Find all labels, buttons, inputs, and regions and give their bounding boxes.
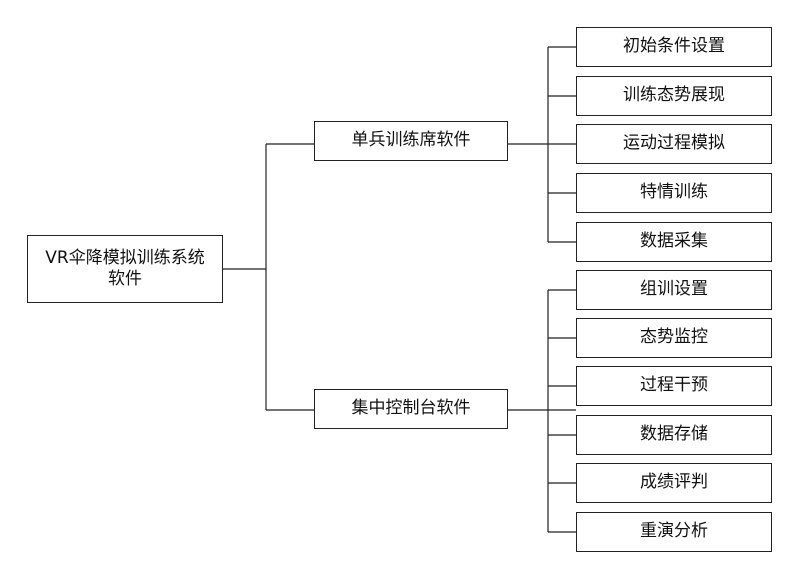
leaf-node: 初始条件设置 xyxy=(576,27,772,67)
branch-node-trainee-seat: 单兵训练席软件 xyxy=(314,121,508,161)
root-title-line1: VR伞降模拟训练系统 xyxy=(45,247,205,268)
root-node: VR伞降模拟训练系统 软件 xyxy=(27,235,223,303)
leaf-node: 重演分析 xyxy=(576,512,772,552)
branch-label: 集中控制台软件 xyxy=(351,398,471,419)
leaf-node: 组训设置 xyxy=(576,270,772,310)
leaf-label: 训练态势展现 xyxy=(623,85,725,106)
leaf-label: 特情训练 xyxy=(640,182,708,203)
branch-node-central-console: 集中控制台软件 xyxy=(314,389,508,429)
leaf-label: 重演分析 xyxy=(640,521,708,542)
leaf-node: 运动过程模拟 xyxy=(576,124,772,164)
leaf-node: 数据采集 xyxy=(576,222,772,262)
leaf-node: 成绩评判 xyxy=(576,463,772,503)
leaf-node: 特情训练 xyxy=(576,173,772,213)
leaf-label: 过程干预 xyxy=(640,375,708,396)
leaf-label: 态势监控 xyxy=(640,327,708,348)
leaf-label: 组训设置 xyxy=(640,279,708,300)
root-title-line2: 软件 xyxy=(108,269,142,289)
branch-label: 单兵训练席软件 xyxy=(351,130,471,151)
leaf-label: 数据采集 xyxy=(640,231,708,252)
leaf-node: 过程干预 xyxy=(576,366,772,406)
leaf-label: 数据存储 xyxy=(640,424,708,445)
leaf-label: 运动过程模拟 xyxy=(623,133,725,154)
leaf-node: 态势监控 xyxy=(576,318,772,358)
leaf-label: 初始条件设置 xyxy=(623,36,725,57)
leaf-label: 成绩评判 xyxy=(640,472,708,493)
leaf-node: 训练态势展现 xyxy=(576,76,772,116)
leaf-node: 数据存储 xyxy=(576,415,772,455)
